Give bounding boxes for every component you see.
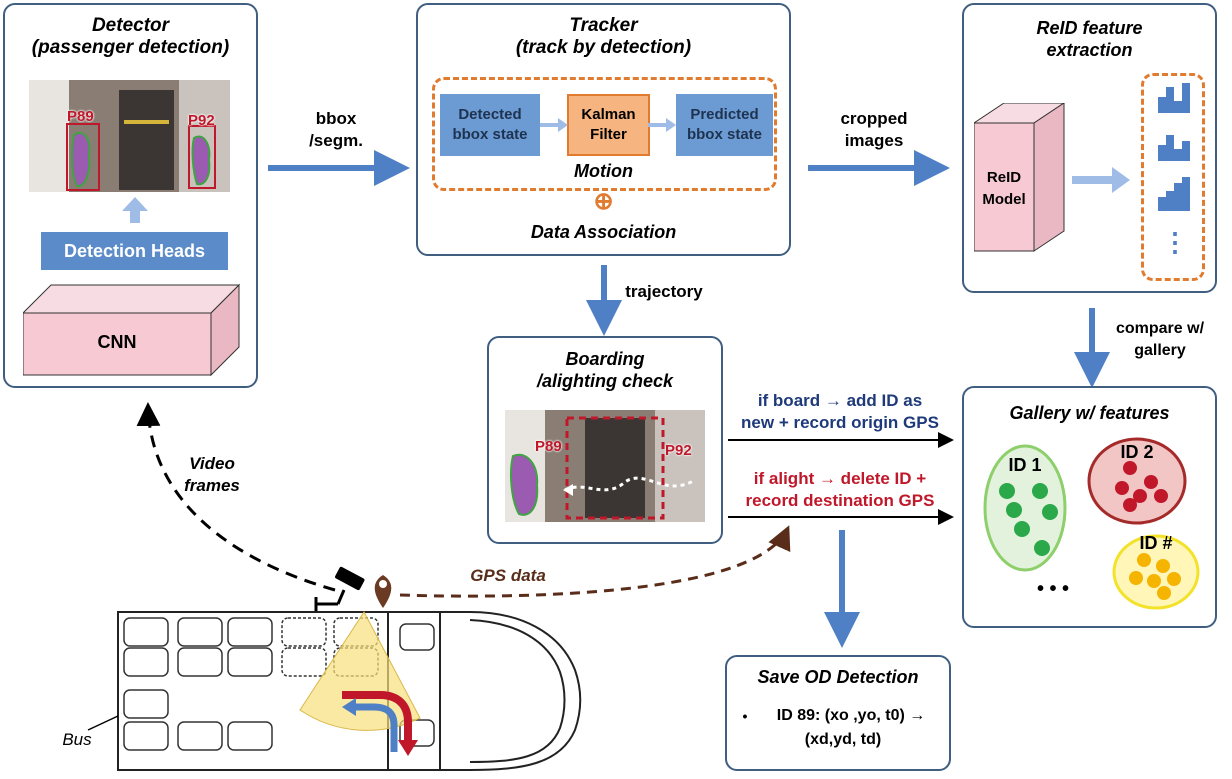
predicted-bbox-state: Predicted bbox state: [676, 94, 773, 156]
boarding-label-p89: P89: [535, 438, 562, 455]
bus-label-leader: [87, 715, 119, 731]
feature-histogram-1: [1158, 83, 1190, 113]
save-od-title: Save OD Detection: [757, 667, 919, 687]
boarding-title: Boarding /alighting check: [489, 348, 721, 392]
detected-to-kalman-arrow: [540, 118, 568, 132]
heads-up-arrow: [122, 197, 148, 223]
video-frames-label-line2: frames: [184, 476, 240, 495]
compare-label: compare w/ gallery: [1098, 318, 1222, 362]
reid-to-features-arrow: [1072, 167, 1130, 193]
motion-label: Motion: [574, 161, 633, 181]
video-frames-label: Video frames: [172, 453, 252, 497]
data-association-label: Data Association: [530, 222, 677, 242]
kalman-to-predicted-arrow: [648, 118, 676, 132]
reid-panel: ReID feature extraction ReID Model ⋮: [962, 3, 1217, 293]
save-od-panel: Save OD Detection • ID 89: (xo ,yo, t0) …: [725, 655, 951, 771]
detector-panel: Detector (passenger detection) P89 P92 D…: [3, 3, 258, 388]
bbox-label-line2: /segm.: [309, 131, 363, 150]
alighting-flow-arrow: [352, 703, 398, 752]
gallery-panel: Gallery w/ features ID 1 ID 2 ID # • • •: [962, 386, 1217, 628]
gallery-clusters: [983, 437, 1200, 610]
detection-label-p92: P92: [188, 112, 215, 129]
gps-data-arrow: [399, 525, 791, 598]
video-frames-label-line1: Video: [189, 454, 235, 473]
feature-histograms: [1158, 83, 1190, 211]
board-label: if board → add ID as new + record origin…: [728, 390, 952, 434]
compare-label-line1: compare w/: [1115, 320, 1205, 337]
boarding-panel: Boarding /alighting check P89 P92: [487, 336, 723, 544]
motion-group: [432, 77, 777, 191]
bus-seats: [123, 617, 435, 751]
detector-title-line2: (passenger detection): [31, 37, 230, 58]
cnn-label: CNN: [97, 332, 137, 352]
cluster-id1: [983, 444, 1067, 572]
save-od-line2: (xd,yd, td): [804, 731, 882, 748]
cluster-id2: [1087, 437, 1187, 525]
gps-data-label: GPS data: [470, 566, 546, 585]
compare-label-line2: gallery: [1134, 342, 1186, 359]
tracker-title: Tracker (track by detection): [418, 15, 789, 59]
alight-label-line2: record destination GPS: [745, 491, 935, 510]
video-frames-arrow: [136, 402, 336, 592]
tracker-panel: Tracker (track by detection) Detected bb…: [416, 3, 791, 256]
reid-model-label: ReID Model: [982, 169, 1026, 208]
alighting-flow-arrowhead: [342, 698, 356, 716]
detection-label-p89: P89: [67, 108, 94, 125]
boarding-flow-arrowhead: [398, 740, 418, 756]
detected-bbox-state: Detected bbox state: [440, 94, 540, 156]
cluster-id-hash: [1112, 534, 1200, 610]
board-label-line2: new + record origin GPS: [741, 413, 939, 432]
feature-vectors-group: [1141, 73, 1205, 281]
alight-label: if alight → delete ID + record destinati…: [728, 468, 952, 512]
trajectory-label: trajectory: [625, 282, 703, 301]
association-symbol: ⊕: [593, 188, 614, 215]
feature-histogram-3: [1158, 177, 1190, 211]
alight-label-line1: if alight → delete ID +: [753, 469, 927, 488]
board-label-line1: if board → add ID as: [757, 391, 923, 410]
tracker-title-line2: (track by detection): [515, 37, 692, 58]
camera-icon: [314, 566, 365, 611]
boarding-flow-arrow: [342, 691, 412, 742]
save-od-bullet: •: [742, 708, 748, 724]
detection-scene: [29, 80, 230, 192]
detector-title: Detector (passenger detection): [5, 15, 256, 59]
boarding-image: P89 P92: [505, 410, 705, 522]
boarding-label-p92: P92: [665, 442, 692, 459]
detection-heads-block: Detection Heads: [41, 232, 228, 270]
detection-image: P89 P92: [29, 80, 230, 192]
cnn-block: [23, 283, 241, 377]
boarding-title-line1: Boarding: [565, 349, 645, 369]
cluster-id-hash-label: ID #: [1139, 533, 1173, 553]
cropped-label-line1: cropped: [840, 109, 908, 128]
reid-title: ReID feature extraction: [964, 17, 1215, 61]
gallery-ellipsis: • • •: [1036, 578, 1070, 600]
reid-title-line1: ReID feature: [1036, 18, 1143, 38]
gps-pin-icon: [374, 575, 392, 608]
save-od-line1: ID 89: (xo ,yo, t0) →: [776, 707, 926, 724]
reid-title-line2: extraction: [1046, 40, 1133, 60]
detector-title-line1: Detector: [91, 15, 170, 36]
reid-model-block: [974, 103, 1065, 252]
feature-histogram-2: [1158, 135, 1190, 161]
bus-label: Bus: [62, 730, 92, 749]
cluster-id2-label: ID 2: [1120, 442, 1154, 462]
tracker-title-line1: Tracker: [569, 15, 638, 36]
gallery-title: Gallery w/ features: [1009, 403, 1170, 423]
cluster-id1-label: ID 1: [1008, 455, 1042, 475]
bbox-label-line1: bbox: [315, 109, 357, 128]
bbox-label: bbox /segm.: [296, 108, 376, 152]
boarding-title-line2: /alighting check: [536, 371, 674, 391]
cropped-label-line2: images: [844, 131, 904, 150]
cropped-label: cropped images: [826, 108, 922, 152]
boarding-scene: [505, 410, 705, 522]
feature-more-symbol: ⋮: [1162, 227, 1188, 257]
